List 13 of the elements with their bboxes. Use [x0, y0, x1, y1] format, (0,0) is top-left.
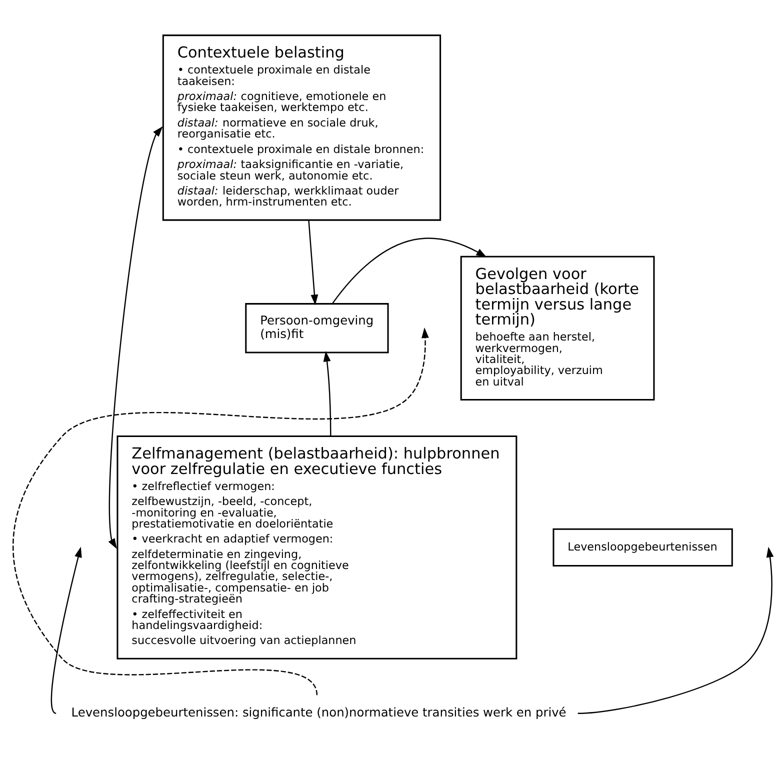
node-box: Levensloopgebeurtenissen [552, 528, 732, 566]
node-box: Gevolgen voor belastbaarheid (korte termijn versus lange termijn) behoefte aan herstel, werkvermogen, vitaliteit, employability, verzuim en uitval [460, 255, 654, 400]
node-box: Contextuele belasting • contextuele proximale en distale taakeisen: proximaal: cognitieve, emotionele en fysieke taakeisen, werktempo etc. distaal: normatieve en sociale druk, reorganisatie etc. • contextuele proximale en distale bronnen: proximaal: taaksignificantie en -variatie, sociale steun werk, autonomie etc. distaal: leiderschap, werkklimaat ouder worden, hrm-instrumenten etc. [162, 34, 441, 220]
arrow [308, 220, 318, 305]
arrow [332, 237, 486, 304]
arrow [577, 546, 774, 714]
node-box: Persoon-omgeving (mis)fit [244, 302, 388, 353]
arrow [108, 126, 162, 549]
node-text: Levensloopgebeurtenissen: significante (non)normatieve transities werk en privé [70, 705, 566, 720]
node-box: Zelfmanagement (belastbaarheid): hulpbronnen voor zelfregulatie en executieve functies • zelfreflectief vermogen: zelfbewustzijn, -beeld, -concept, -monitoring en -evaluatie, prestatiemotivatie en doeloriëntatie • veerkracht en adaptief vermogen: zelfdeterminatie en zingeving, zelfontwikkeling (leefstijl en cognitieve vermogens), zelfregulatie, selectie-, optimalisatie-, compensatie- en job crafting-strategieën • zelfeffectiviteit en handelingsvaardigheid: succesvolle uitvoering van actieplannen [116, 435, 517, 659]
arrow [322, 350, 331, 436]
arrow [12, 326, 428, 695]
arrow [50, 546, 82, 714]
